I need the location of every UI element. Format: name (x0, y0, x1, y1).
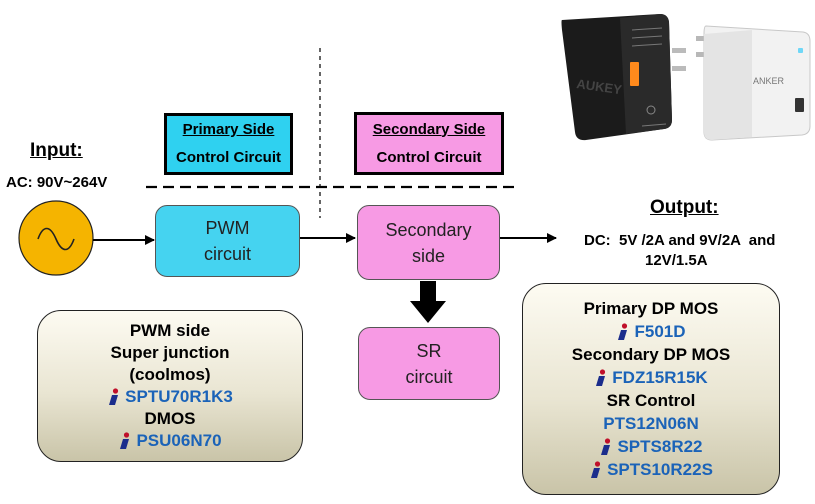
sr-circuit-box: SR circuit (358, 327, 500, 400)
primary-side-header: Primary Side Control Circuit (164, 113, 293, 175)
output-line-1: DC: 5V /2A and 9V/2A and (584, 232, 776, 249)
secondary-header-subtitle: Control Circuit (376, 148, 482, 166)
secondary-dp-mos-title: Secondary DP MOS (571, 345, 731, 364)
output-title: Output: (650, 197, 719, 218)
brand-logo-icon (618, 322, 628, 340)
part-row-spts8r22: SPTS8R22 (599, 435, 703, 458)
part-row-fdz15r15k: FDZ15R15K (594, 366, 708, 389)
brand-logo-icon (601, 437, 611, 455)
black-charger: AUKEY (561, 14, 686, 141)
arrow-secondary-to-sr (410, 281, 446, 323)
ac-source-icon (18, 200, 94, 276)
primary-dp-mos-title: Primary DP MOS (583, 299, 719, 318)
pwm-box-line1: PWM (205, 218, 250, 238)
input-title: Input: (30, 140, 83, 161)
secondary-parts-box: Primary DP MOS F501D Secondary DP MOS FD… (522, 283, 780, 495)
part-row-f501d: F501D (616, 320, 686, 343)
input-value: AC: 90V~264V (6, 174, 108, 191)
part-number: PSU06N70 (136, 431, 222, 450)
dmos-title: DMOS (144, 409, 196, 428)
right-brand-text: ANKER (753, 76, 785, 86)
part-number: FDZ15R15K (612, 368, 708, 387)
charger-product-image: ANKER AUKEY (561, 14, 811, 141)
primary-header-title: Primary Side (182, 121, 275, 138)
part-number: PTS12N06N (603, 414, 699, 433)
pwm-side-title: PWM side (129, 321, 211, 340)
secondary-box-line1: Secondary (385, 219, 472, 240)
sr-control-title: SR Control (606, 391, 696, 410)
coolmos-title: (coolmos) (129, 365, 211, 384)
super-junction-title: Super junction (110, 343, 230, 362)
secondary-side-box: Secondary side (357, 205, 500, 280)
brand-logo-icon (596, 368, 606, 386)
sr-box-line2: circuit (405, 366, 453, 387)
secondary-side-header: Secondary Side Control Circuit (354, 112, 504, 175)
part-number: F501D (634, 322, 686, 341)
part-number: SPTS10R22S (607, 460, 713, 479)
brand-logo-icon (120, 432, 130, 449)
left-brand-text: AUKEY (576, 76, 623, 97)
part-row-pts12n06n: PTS12N06N (603, 412, 698, 435)
sr-box-line1: SR (416, 340, 442, 361)
pwm-side-parts-box: PWM side Super junction (coolmos) SPTU70… (37, 310, 303, 462)
output-line-2: 12V/1.5A (645, 252, 708, 269)
part-row-spts10r22s: SPTS10R22S (589, 458, 713, 481)
pwm-box-line2: circuit (203, 244, 251, 264)
part-number: SPTU70R1K3 (125, 387, 233, 406)
primary-header-subtitle: Control Circuit (176, 149, 281, 166)
secondary-header-title: Secondary Side (372, 120, 486, 138)
part-number: SPTS8R22 (617, 437, 703, 456)
secondary-box-line2: side (411, 245, 446, 266)
part-row-sptu70r1k3: SPTU70R1K3 (107, 386, 233, 408)
pwm-circuit-box: PWM circuit (155, 205, 300, 277)
white-charger: ANKER (696, 25, 811, 141)
part-row-psu06n70: PSU06N70 (118, 430, 222, 452)
brand-logo-icon (591, 460, 601, 478)
brand-logo-icon (109, 388, 119, 405)
